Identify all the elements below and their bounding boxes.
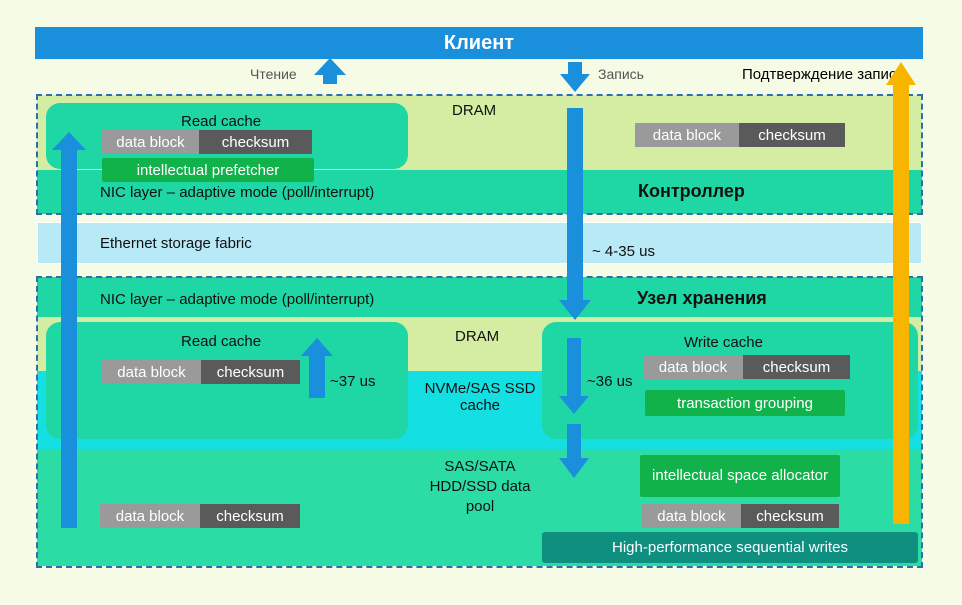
controller-read-chip: data block checksum xyxy=(102,130,312,154)
client-bar: Клиент xyxy=(35,27,923,59)
controller-read-cache-title: Read cache xyxy=(181,113,262,130)
data-block-label: data block xyxy=(635,123,739,147)
write-cache-chip: data block checksum xyxy=(643,355,850,379)
storage-dram-label: DRAM xyxy=(455,328,500,345)
checksum-label: checksum xyxy=(739,123,845,147)
client-label: Клиент xyxy=(443,31,515,54)
ethernet-fabric xyxy=(37,222,922,264)
read-path-arrow xyxy=(52,132,86,528)
data-pool-label: SAS/SATA HDD/SSD data pool xyxy=(429,458,531,515)
checksum-label: checksum xyxy=(743,355,850,379)
ssd-read-up-arrow xyxy=(301,338,333,398)
prefetcher-badge: intellectual prefetcher xyxy=(102,158,314,182)
write-label: Запись xyxy=(598,66,644,82)
storage-read-cache-title: Read cache xyxy=(181,333,262,350)
write-ack-arrow xyxy=(886,62,916,524)
controller-boundary xyxy=(36,94,923,215)
write-ack-label: Подтверждение записи xyxy=(742,66,905,83)
data-block-label: data block xyxy=(643,355,743,379)
write-path-arrow xyxy=(559,108,591,320)
read-up-arrow xyxy=(314,58,346,84)
checksum-label: checksum xyxy=(199,130,312,154)
controller-title: Контроллер xyxy=(638,181,745,201)
ssd-write-down-arrow xyxy=(559,338,589,414)
space-allocator-badge: intellectual space allocator xyxy=(640,455,840,497)
storage-title: Узел хранения xyxy=(637,288,767,308)
write-cache-title: Write cache xyxy=(684,334,763,351)
storage-nic-band xyxy=(37,277,922,317)
controller-nic-label: NIC layer – adaptive mode (poll/interrup… xyxy=(100,184,375,201)
checksum-label: checksum xyxy=(741,504,839,528)
checksum-label: checksum xyxy=(201,360,300,384)
read-latency: ~37 us xyxy=(330,373,376,390)
data-block-label: data block xyxy=(102,130,199,154)
fabric-latency: ~ 4-35 us xyxy=(592,243,655,260)
ssd-cache-label: NVMe/SAS SSD cache xyxy=(424,380,536,414)
data-block-label: data block xyxy=(100,504,200,528)
pool-write-down-arrow xyxy=(559,424,589,478)
transaction-grouping-badge: transaction grouping xyxy=(645,390,845,416)
data-block-label: data block xyxy=(102,360,201,384)
pool-write-chip: data block checksum xyxy=(642,504,839,528)
write-latency: ~36 us xyxy=(587,373,633,390)
storage-read-chip: data block checksum xyxy=(102,360,300,384)
data-block-label: data block xyxy=(642,504,741,528)
controller-dram-label: DRAM xyxy=(452,102,497,119)
write-down-arrow xyxy=(560,62,590,92)
controller-write-chip: data block checksum xyxy=(635,123,845,147)
fabric-label: Ethernet storage fabric xyxy=(100,235,252,252)
read-label: Чтение xyxy=(250,66,297,82)
write-cache-box xyxy=(542,322,918,439)
checksum-label: checksum xyxy=(200,504,300,528)
pool-read-chip: data block checksum xyxy=(100,504,300,528)
hp-writes-badge: High-performance sequential writes xyxy=(542,532,918,563)
storage-boundary xyxy=(36,276,923,568)
storage-nic-label: NIC layer – adaptive mode (poll/interrup… xyxy=(100,291,375,308)
